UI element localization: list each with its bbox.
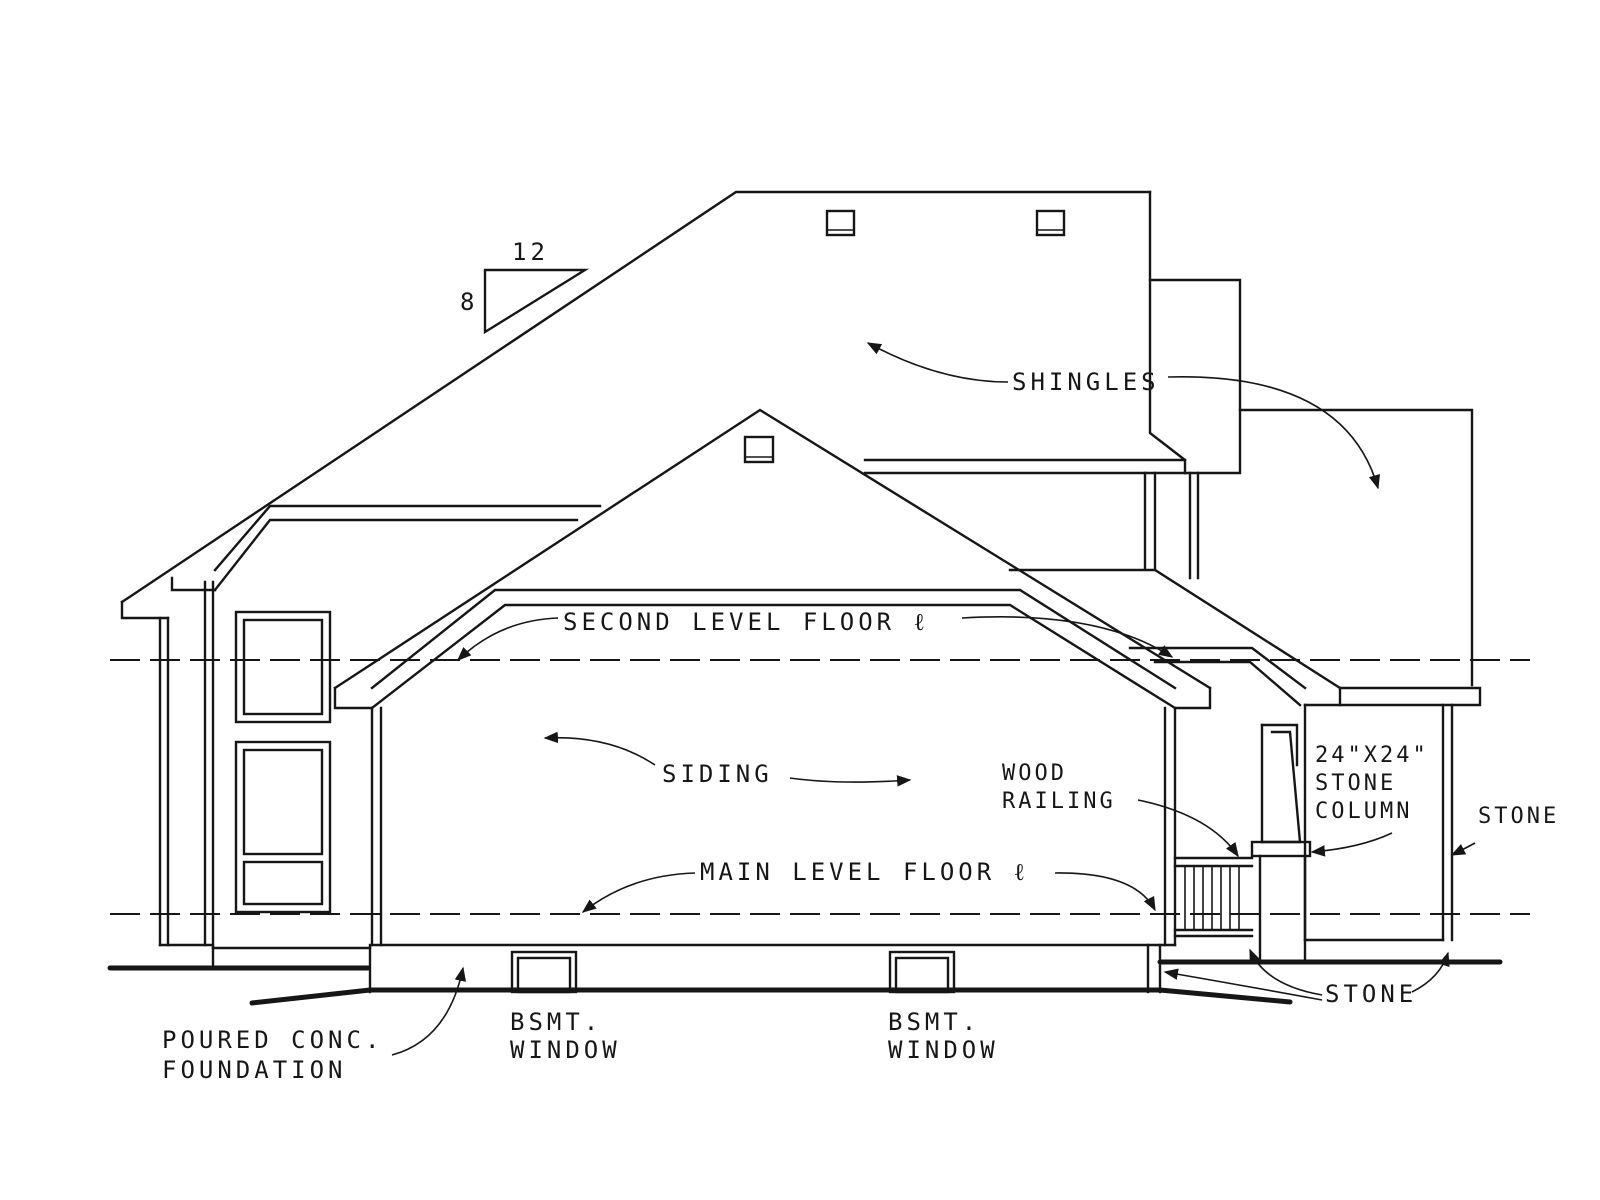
stone-column [1250, 723, 1312, 964]
roof-vent [825, 209, 856, 237]
label-stone-bottom: STONE [1325, 980, 1417, 1008]
left-wall [158, 580, 372, 970]
right-upper-wall [1143, 278, 1474, 687]
left-window-lower [234, 740, 332, 914]
label-siding: SIDING [662, 760, 773, 788]
roof-pitch-symbol: 12 8 [460, 238, 590, 335]
label-bsmt-window-1a: BSMT. [510, 1008, 602, 1036]
roof-vent [1035, 209, 1066, 237]
porch-roof [1008, 568, 1482, 707]
label-shingles: SHINGLES [1012, 368, 1160, 396]
pitch-rise: 8 [460, 288, 478, 316]
label-foundation-2: FOUNDATION [162, 1056, 347, 1084]
label-stone-column-2: STONE [1315, 771, 1396, 796]
gable-vent [743, 435, 775, 464]
wood-railing [1173, 856, 1254, 938]
left-window-upper [234, 610, 332, 724]
label-main-level-floor: MAIN LEVEL FLOOR ℓ [700, 858, 1029, 886]
front-gable [333, 408, 1212, 947]
label-stone-right: STONE [1478, 804, 1559, 829]
label-foundation-1: POURED CONC. [162, 1026, 383, 1054]
label-wood-railing-2: RAILING [1002, 789, 1116, 814]
right-porch-wall [1303, 703, 1454, 942]
foundation [368, 943, 1162, 994]
label-second-level-floor: SECOND LEVEL FLOOR ℓ [563, 608, 929, 636]
label-bsmt-window-2b: WINDOW [888, 1036, 999, 1064]
label-wood-railing-1: WOOD [1002, 761, 1067, 786]
label-bsmt-window-2a: BSMT. [888, 1008, 980, 1036]
label-bsmt-window-1b: WINDOW [510, 1036, 621, 1064]
upper-roof [120, 190, 1187, 620]
grade-line [249, 987, 373, 1006]
pitch-run: 12 [512, 238, 549, 266]
grade-line [1157, 987, 1293, 1005]
label-stone-column-1: 24"X24" [1315, 743, 1429, 768]
label-stone-column-3: COLUMN [1315, 799, 1412, 824]
